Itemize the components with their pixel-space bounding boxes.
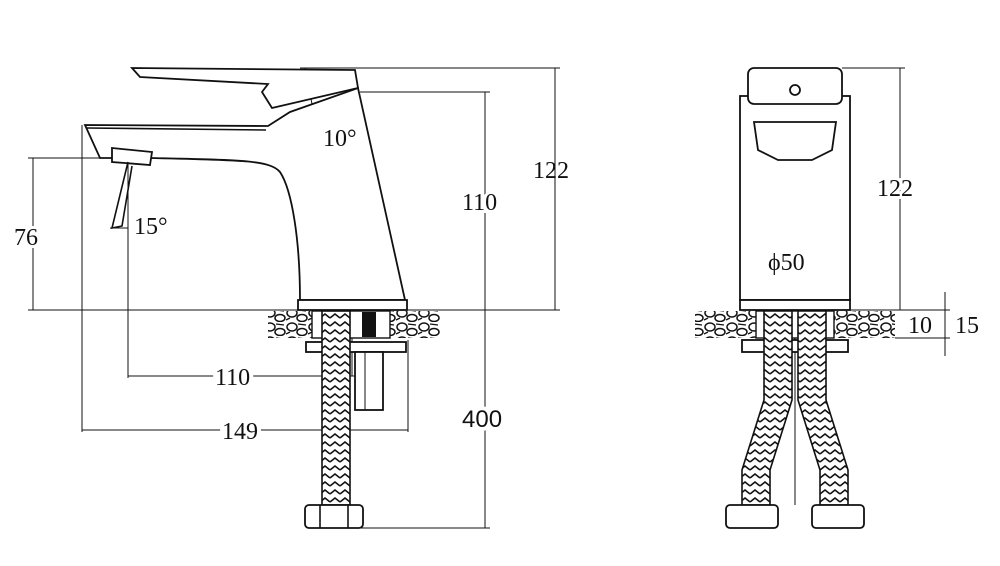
dim-height-spout: 110: [462, 190, 497, 216]
dim-overall-length: 149: [222, 419, 258, 445]
dim-spout-reach: 110: [215, 365, 250, 391]
hose-nut: [304, 504, 364, 529]
shank: [354, 351, 384, 411]
front-nut-left: [725, 504, 779, 529]
front-view: 122 ϕ50 10 15: [695, 67, 979, 529]
dim-hose-length: 400: [462, 406, 502, 433]
base-plate: [297, 299, 408, 311]
front-dim-counter-min: 10: [908, 313, 932, 339]
front-dim-height-total: 122: [877, 176, 913, 202]
lever: [129, 67, 360, 110]
front-dim-diameter: ϕ50: [768, 250, 805, 276]
spout-aerator: [111, 147, 154, 166]
front-nut-right: [811, 504, 865, 529]
dim-height-total: 122: [533, 158, 569, 184]
front-dim-counter-max: 15: [955, 313, 979, 339]
dim-lever-angle: 10°: [323, 126, 357, 152]
hose: [321, 310, 351, 506]
side-view: 122 110 76 15° 10° 110 149 400: [11, 67, 569, 529]
dim-spout-angle: 15°: [134, 214, 168, 240]
tap-body: [83, 86, 407, 301]
mounting-plate: [305, 341, 407, 353]
dim-spout-height: 76: [14, 225, 38, 251]
